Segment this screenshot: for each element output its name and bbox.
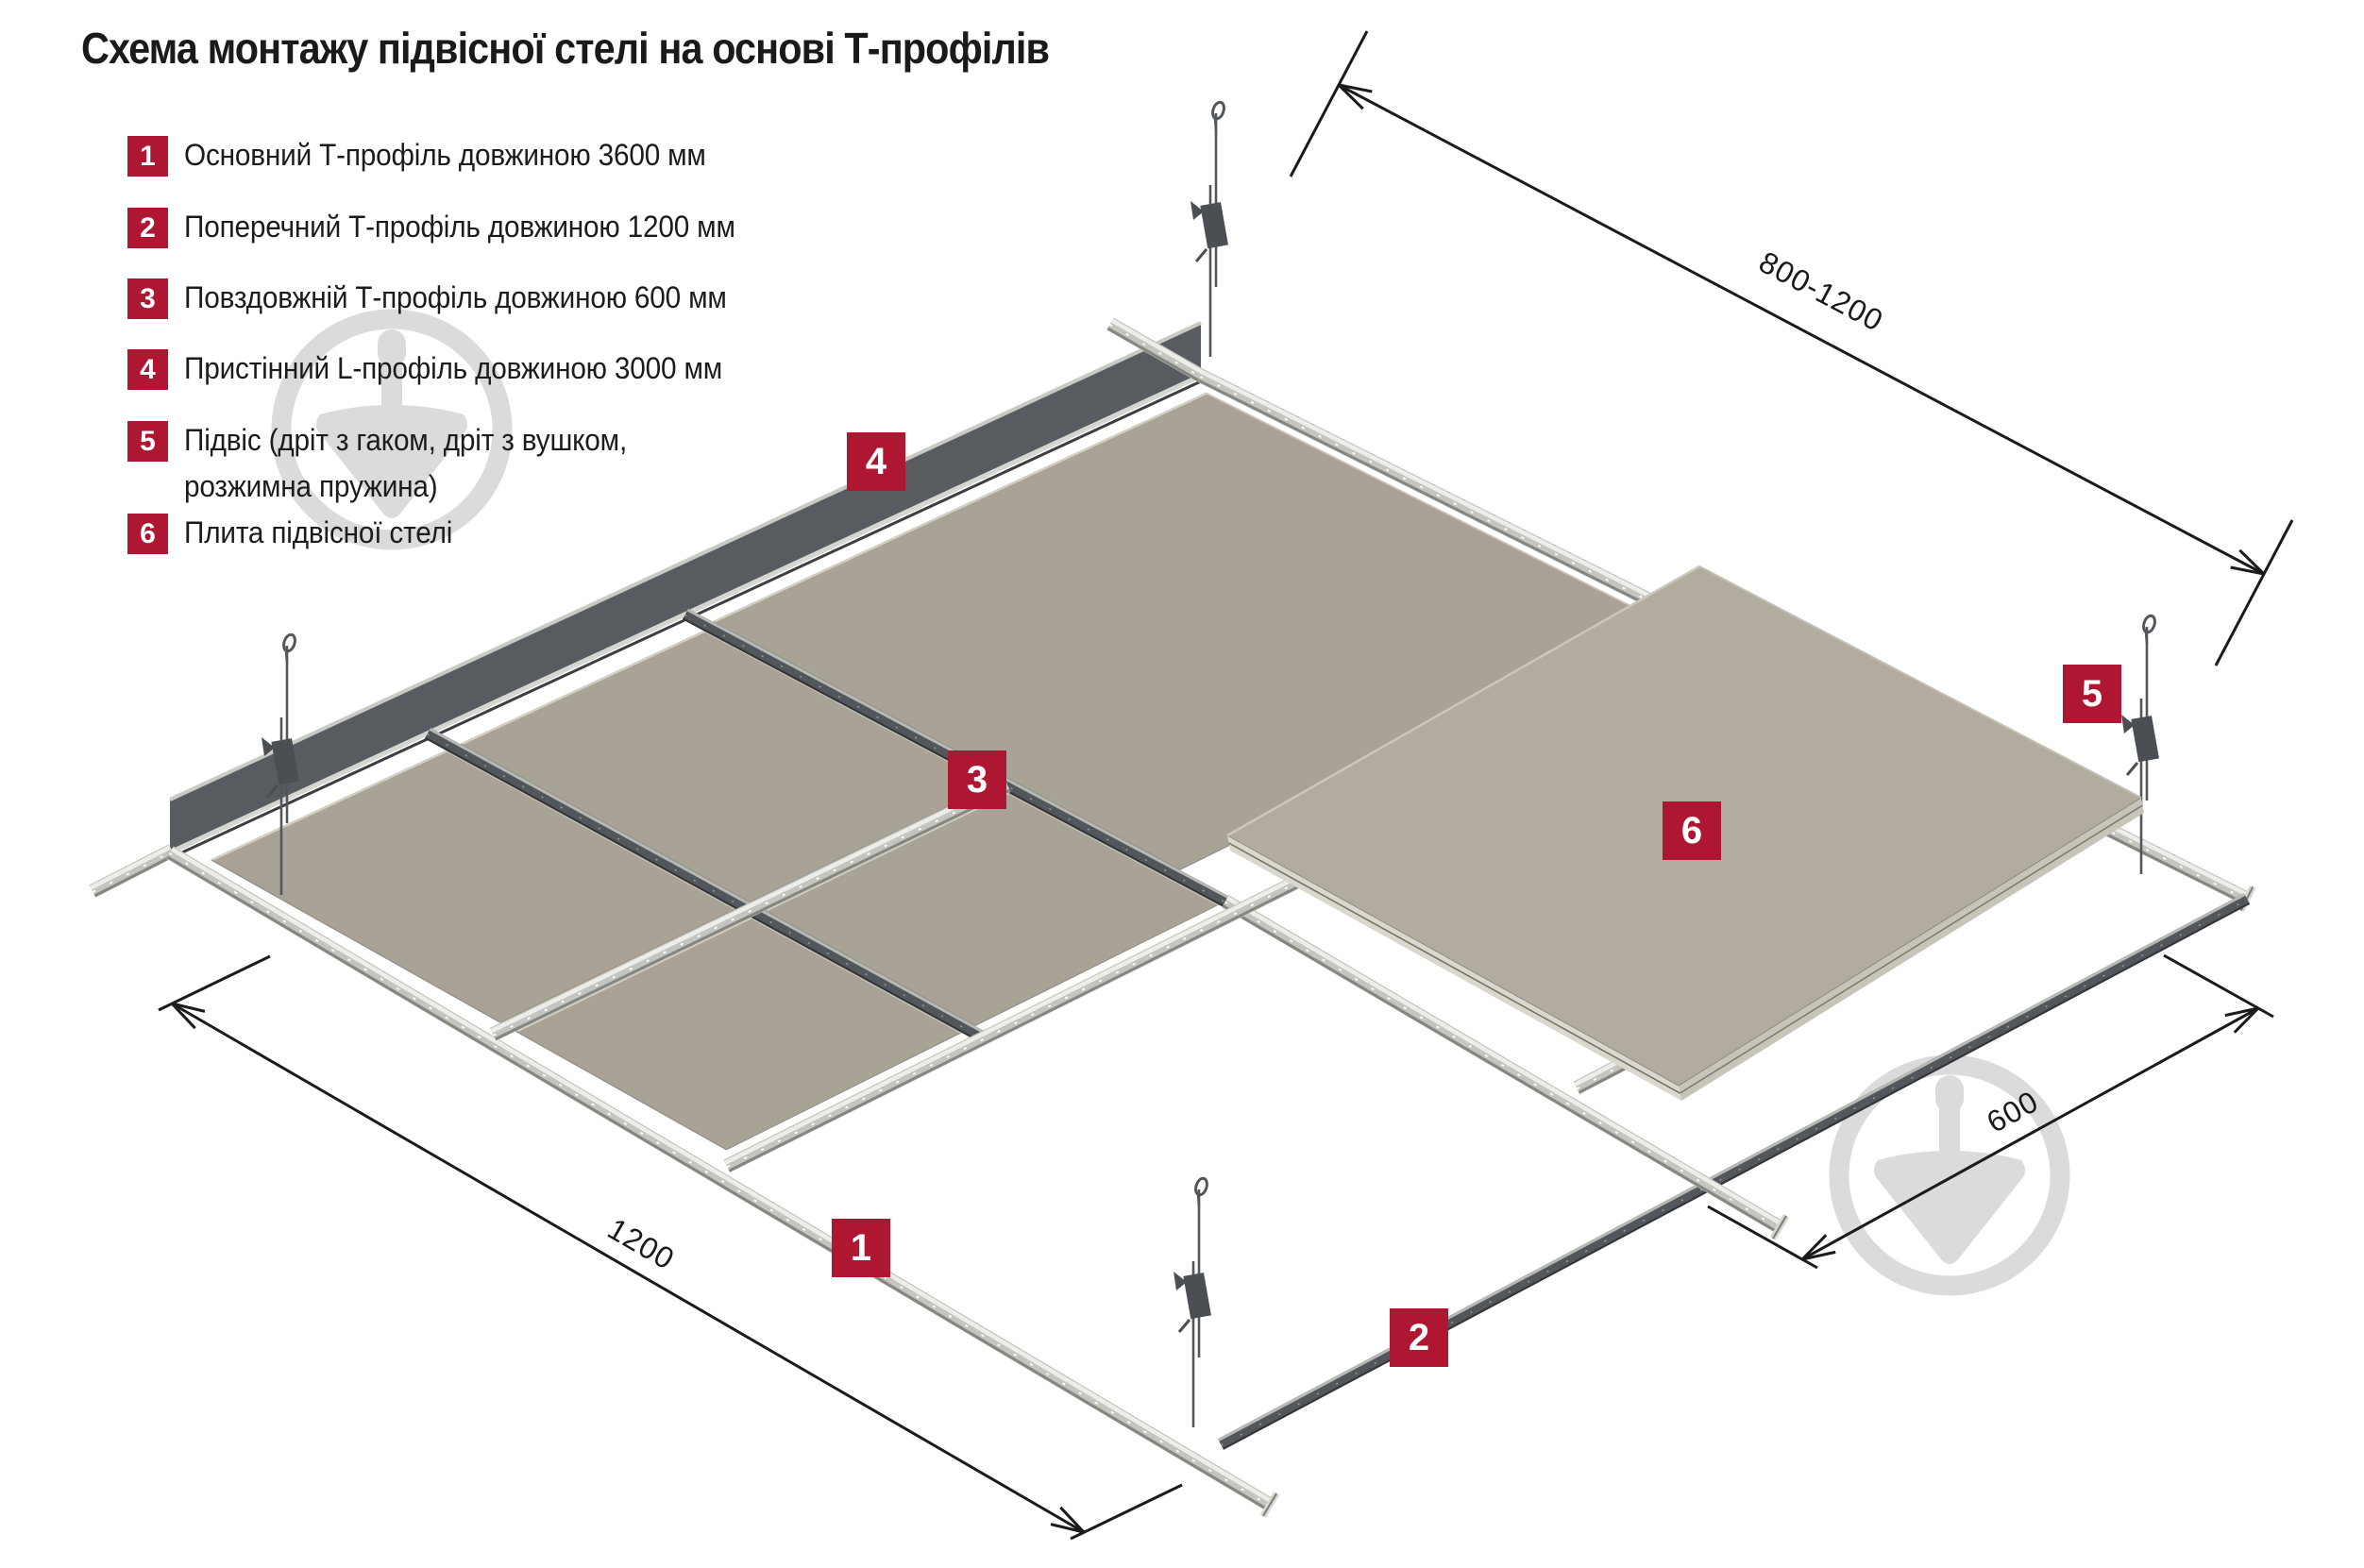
cross-tee-row1: [489, 779, 1011, 1041]
suspension-hanger: [262, 632, 299, 895]
diagram-badge-5: 5: [2063, 665, 2121, 723]
legend-label-3: Повздовжній Т-профіль довжиною 600 мм: [184, 280, 727, 314]
watermark-logo: [1829, 1054, 2070, 1296]
spring-clip: [1200, 202, 1228, 249]
legend-item-6: 6 Плита підвісної стелі: [127, 514, 473, 556]
suspension-hanger: [1174, 1176, 1211, 1427]
diagram-badge-1: 1: [832, 1219, 890, 1277]
spring-clip-wing: [2121, 715, 2135, 733]
trowel-blade-icon: [1873, 1151, 2026, 1264]
hanger-eyelet: [1211, 100, 1225, 121]
legend-badge-3: 3: [127, 278, 168, 319]
legend-label-5-line2: розжимна пружина): [184, 469, 438, 503]
tee-600-a: [424, 728, 988, 1044]
legend-badge-4: 4: [127, 349, 168, 390]
watermark-ring: [271, 309, 513, 550]
legend-label-1: Основний Т-профіль довжиною 3600 мм: [184, 138, 706, 172]
trowel-stem-icon: [381, 352, 402, 414]
spring-clip-wing: [1174, 1272, 1187, 1290]
legend-badge-2: 2: [127, 208, 168, 248]
legend-label-5: Підвіс (дріт з гаком, дріт з вушком, роз…: [184, 417, 627, 510]
legend-item-4: 4 Пристінний L-профіль довжиною 3000 мм: [127, 349, 763, 392]
dimension-1200: [158, 954, 1183, 1541]
legend-item-5: 5 Підвіс (дріт з гаком, дріт з вушком, р…: [127, 421, 660, 510]
watermark-logo: [271, 309, 513, 550]
diagram-badge-2: 2: [1390, 1308, 1448, 1367]
runner-end-stub: [89, 844, 176, 898]
legend-badge-1: 1: [127, 136, 168, 177]
main-runner-1: [166, 846, 1274, 1511]
spring-clip: [271, 738, 299, 785]
suspension-hanger: [1190, 100, 1228, 357]
spring-clip-wing: [262, 737, 275, 756]
trowel-blade-icon: [315, 405, 468, 518]
hanger-eyelet: [282, 632, 296, 653]
legend-label-6: Плита підвісної стелі: [184, 515, 453, 549]
suspension-hanger: [2121, 614, 2159, 874]
watermark-ring: [1829, 1054, 2070, 1296]
hanger-eyelet: [1194, 1176, 1208, 1197]
spring-clip: [2131, 716, 2159, 763]
legend-label-5-line1: Підвіс (дріт з гаком, дріт з вушком,: [184, 423, 628, 457]
legend-item-3: 3 Повздовжній Т-профіль довжиною 600 мм: [127, 278, 768, 321]
trowel-stem-icon: [1939, 1098, 1960, 1160]
page-title: Схема монтажу підвісної стелі на основі …: [81, 24, 1050, 73]
diagram-badge-4: 4: [847, 432, 905, 491]
main-runner-middle: [1222, 895, 1783, 1234]
legend-item-2: 2 Поперечний Т-профіль довжиною 1200 мм: [127, 208, 777, 250]
runner-end-stub-top: [1106, 317, 1205, 382]
legend-label-4: Пристінний L-профіль довжиною 3000 мм: [184, 351, 723, 385]
legend-label-2: Поперечний Т-профіль довжиною 1200 мм: [184, 210, 735, 244]
dimension-hanger-spacing: [1289, 30, 2294, 666]
spring-clip: [1183, 1273, 1211, 1320]
ceiling-panels: [211, 392, 1673, 1151]
legend-badge-6: 6: [127, 514, 168, 554]
dimension-600: [1707, 953, 2274, 1270]
diagram-badge-3: 3: [948, 750, 1006, 809]
wall-angle-face: [170, 323, 1201, 852]
legend-badge-5: 5: [127, 421, 168, 462]
hanger-eyelet: [2142, 614, 2156, 634]
diagram-badge-6: 6: [1663, 801, 1721, 860]
spring-clip-wing: [1190, 201, 1204, 220]
legend-item-1: 1 Основний Т-профіль довжиною 3600 мм: [127, 136, 745, 178]
